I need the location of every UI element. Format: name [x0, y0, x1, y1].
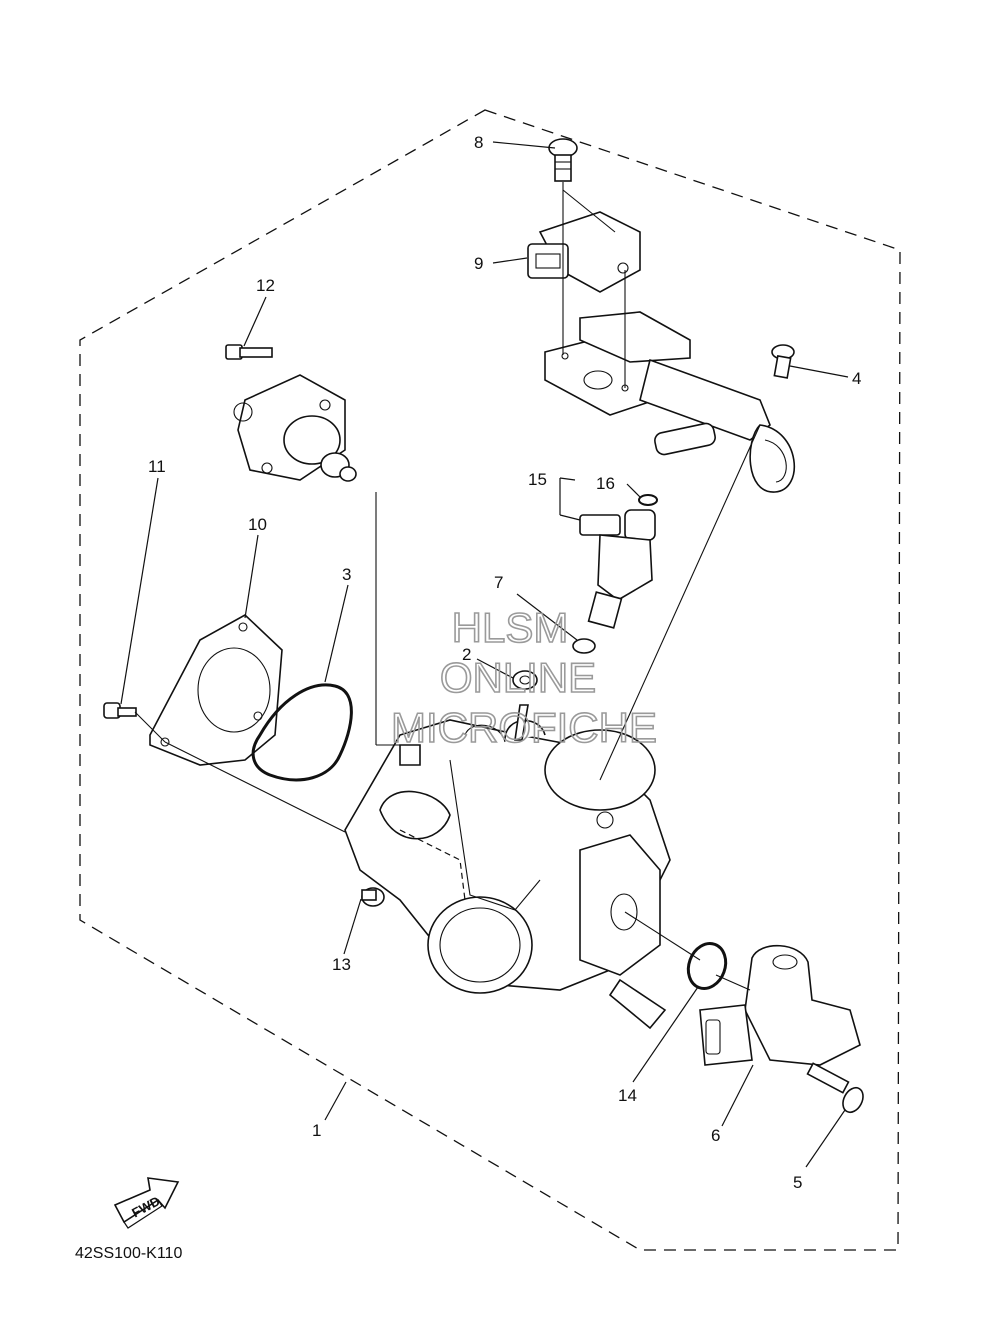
part-11-screw	[103, 702, 137, 719]
callout-16: 16	[596, 474, 615, 493]
callout-11: 11	[148, 457, 166, 476]
part-10-gasket	[149, 614, 283, 766]
callout-12: 12	[256, 276, 275, 295]
part-7-seal	[572, 638, 596, 654]
part-5-screw	[806, 1062, 864, 1114]
callout-5: 5	[793, 1173, 802, 1192]
part-4-screw	[771, 344, 795, 379]
callout-9: 9	[474, 254, 483, 273]
fwd-arrow: FWD	[113, 1177, 180, 1229]
assembly-boundary	[79, 109, 901, 1251]
part-6-tps	[699, 944, 861, 1066]
part-12-bolt	[225, 344, 273, 360]
part-8-screw	[548, 138, 578, 182]
leader-lines	[120, 141, 849, 1168]
part-13-plug	[361, 887, 385, 907]
guide-lines	[134, 182, 761, 991]
idle-control-valve	[233, 374, 357, 482]
watermark-line-1: HLSM	[452, 604, 569, 651]
callout-10: 10	[248, 515, 267, 534]
callout-7: 7	[494, 573, 503, 592]
part-15-injector	[579, 509, 656, 629]
part-3-o-ring	[251, 683, 353, 782]
callout-14: 14	[618, 1086, 637, 1105]
throttle-body	[344, 704, 671, 1030]
diagram-code: 42SS100-K110	[75, 1245, 182, 1262]
callout-4: 4	[852, 369, 861, 388]
callout-6: 6	[711, 1126, 720, 1145]
callout-1: 1	[312, 1121, 321, 1140]
part-14-o-ring	[686, 942, 728, 990]
watermark-line-2: ONLINE	[440, 654, 596, 701]
callout-13: 13	[332, 955, 351, 974]
callout-15: 15	[528, 470, 547, 489]
part-2-washer	[512, 670, 538, 690]
fuel-rail-fitting	[579, 311, 796, 493]
callout-3: 3	[342, 565, 351, 584]
part-16-o-ring	[638, 494, 658, 506]
callout-8: 8	[474, 133, 483, 152]
part-9-sensor	[527, 211, 641, 293]
callout-2: 2	[462, 645, 471, 664]
watermark-line-3: MICROFICHE	[391, 704, 657, 751]
